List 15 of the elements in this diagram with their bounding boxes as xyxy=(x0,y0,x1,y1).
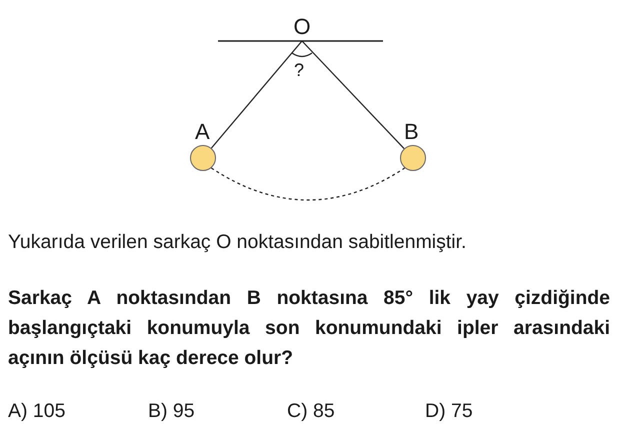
pendulum-string xyxy=(302,40,404,149)
point-label: O xyxy=(291,12,313,41)
pendulum-string xyxy=(210,40,302,148)
point-label: A xyxy=(195,120,210,144)
answer-option: B) 95 xyxy=(148,400,195,423)
pendulum-bob xyxy=(400,145,426,171)
answer-option: A) 105 xyxy=(8,400,66,423)
answer-option: C) 85 xyxy=(287,400,335,423)
pendulum-bob xyxy=(190,145,216,171)
swing-path xyxy=(211,167,405,201)
point-label: B xyxy=(404,120,419,144)
angle-label: ? xyxy=(294,60,304,81)
statement-text: Yukarıda verilen sarkaç O noktasından sabitlenmiştir. xyxy=(8,230,468,255)
answer-option: D) 75 xyxy=(425,400,473,423)
question-text: Sarkaç A noktasından B noktasına 85° lik yay çizdiğinde başlangıçtaki konumuyla son konumundaki ipler arasındaki açının ölçüsü kaç derece olur? xyxy=(8,286,610,371)
